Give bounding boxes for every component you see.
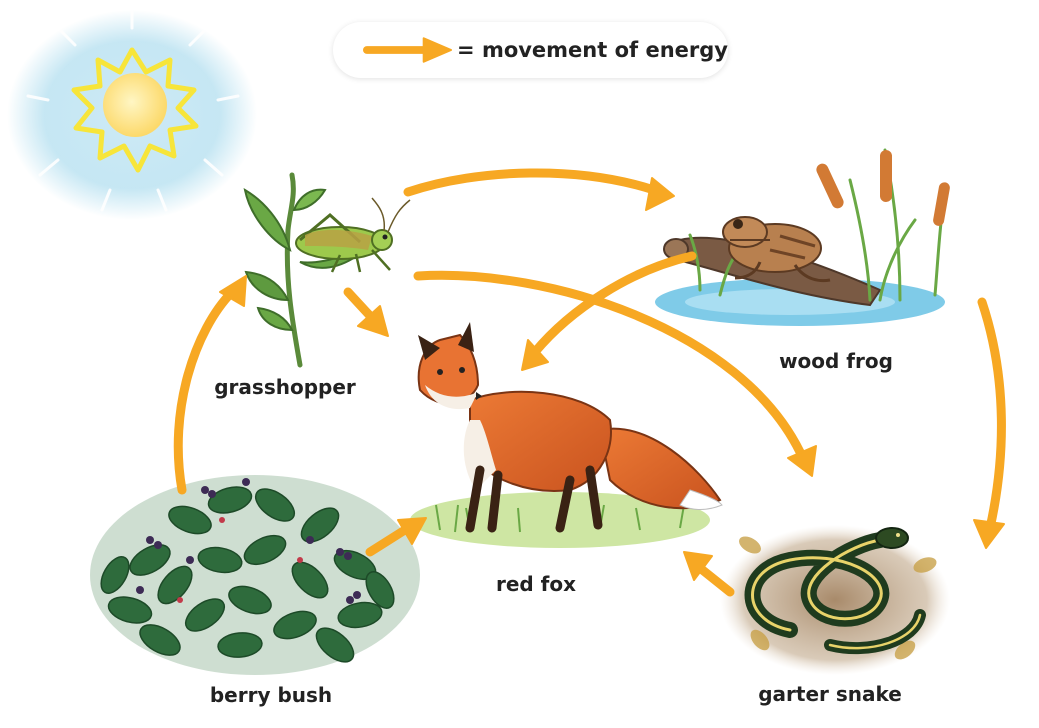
- label-wood-frog: wood frog: [779, 349, 893, 373]
- label-red-fox: red fox: [495, 572, 577, 596]
- arrow-grasshopper-to-garter-snake: [413, 270, 805, 457]
- arrowhead-berry-bush-to-grasshopper: [219, 275, 247, 307]
- arrow-berry-bush-to-red-fox: [365, 523, 413, 557]
- arrowhead-berry-bush-to-red-fox: [397, 517, 427, 545]
- arrow-grasshopper-to-wood-frog: [403, 168, 659, 197]
- orange-arrow-icon: [363, 37, 453, 63]
- legend-text: = movement of energy: [457, 38, 728, 62]
- arrowhead-garter-snake-to-red-fox: [683, 551, 713, 581]
- arrow-wood-frog-to-garter-snake: [977, 297, 1006, 533]
- energy-flow-arrows: [173, 168, 1006, 597]
- arrowhead-grasshopper-to-wood-frog: [645, 177, 675, 211]
- arrowhead-grasshopper-to-red-fox: [357, 305, 389, 337]
- frog-icon: [655, 148, 950, 326]
- sun-icon: [7, 10, 257, 220]
- snake-icon: [720, 525, 950, 675]
- arrow-wood-frog-to-red-fox: [530, 251, 697, 357]
- berry-bush-icon: [90, 475, 420, 675]
- grasshopper-icon: [243, 172, 411, 368]
- arrowhead-wood-frog-to-garter-snake: [973, 519, 1005, 549]
- label-garter-snake: garter snake: [758, 682, 902, 706]
- arrow-grasshopper-to-red-fox: [343, 287, 377, 323]
- arrowhead-grasshopper-to-garter-snake: [787, 445, 817, 477]
- fox-icon: [410, 322, 723, 548]
- arrowhead-wood-frog-to-red-fox: [521, 339, 549, 371]
- label-berry-bush: berry bush: [209, 683, 333, 707]
- label-grasshopper: grasshopper: [214, 375, 356, 399]
- arrow-garter-snake-to-red-fox: [695, 563, 735, 597]
- arrow-berry-bush-to-grasshopper: [173, 287, 237, 495]
- legend: = movement of energy: [333, 22, 728, 78]
